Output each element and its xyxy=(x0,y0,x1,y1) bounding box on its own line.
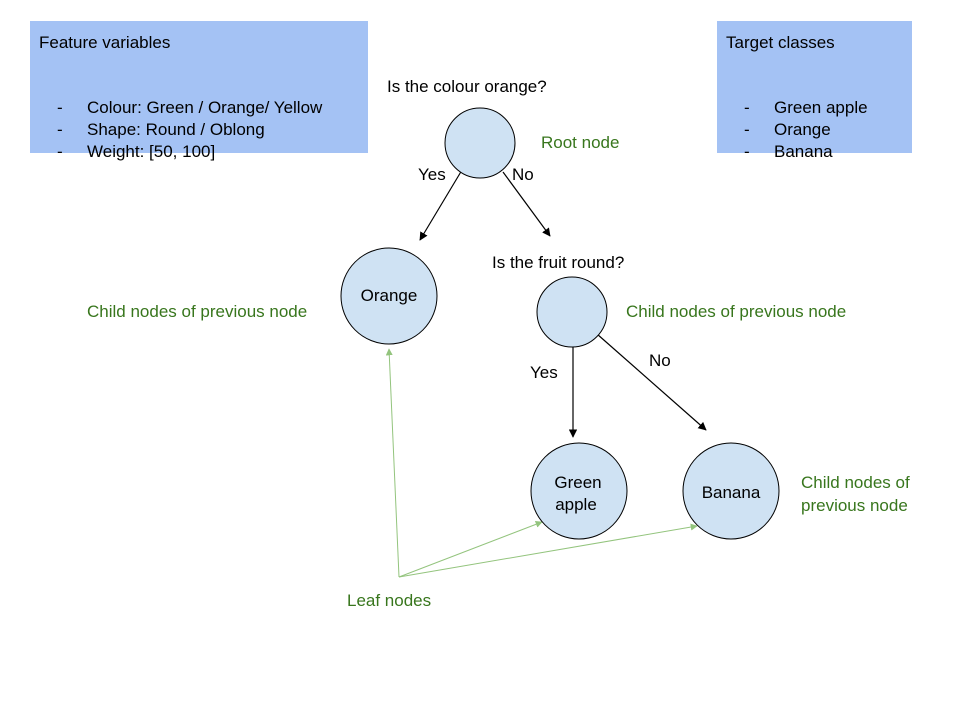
edge-second-no-arrow xyxy=(596,333,707,431)
target-classes-box: Target classes - Green apple - Orange - … xyxy=(717,21,912,161)
orange-node-label: Orange xyxy=(361,286,418,305)
second-question: Is the fruit round? xyxy=(492,253,624,272)
banana-node-label: Banana xyxy=(702,483,761,502)
round-question-node xyxy=(536,276,608,348)
edge-root-yes-arrow xyxy=(419,169,463,241)
feature-variables-title: Feature variables xyxy=(39,33,171,52)
root-node xyxy=(444,107,516,179)
child-left-annotation: Child nodes of previous node xyxy=(87,302,307,321)
leaf-nodes-annotation: Leaf nodes xyxy=(347,591,431,610)
child-bottom-annotation-line1: Child nodes of xyxy=(801,473,910,492)
banana-node xyxy=(682,442,780,540)
leaf-arrow-green-apple xyxy=(398,520,543,578)
leaf-arrow-orange xyxy=(385,348,400,578)
edge-label-root-yes: Yes xyxy=(418,165,446,184)
edge-root-no-arrow xyxy=(502,171,551,237)
edge-label-second-yes: Yes xyxy=(530,363,558,382)
leaf-arrow-banana xyxy=(398,523,698,578)
root-question: Is the colour orange? xyxy=(387,77,547,96)
target-classes-title: Target classes xyxy=(726,33,835,52)
edge-label-second-no: No xyxy=(649,351,671,370)
child-bottom-annotation-line2: previous node xyxy=(801,496,908,515)
green-apple-node-label-line1: Green xyxy=(554,473,601,492)
orange-node xyxy=(340,247,438,345)
root-node-annotation: Root node xyxy=(541,133,619,152)
green-apple-node xyxy=(530,442,628,540)
feature-variables-box: Feature variables - Colour: Green / Oran… xyxy=(30,21,368,161)
child-right-annotation: Child nodes of previous node xyxy=(626,302,846,321)
green-apple-node-label-line2: apple xyxy=(555,495,597,514)
edge-label-root-no: No xyxy=(512,165,534,184)
